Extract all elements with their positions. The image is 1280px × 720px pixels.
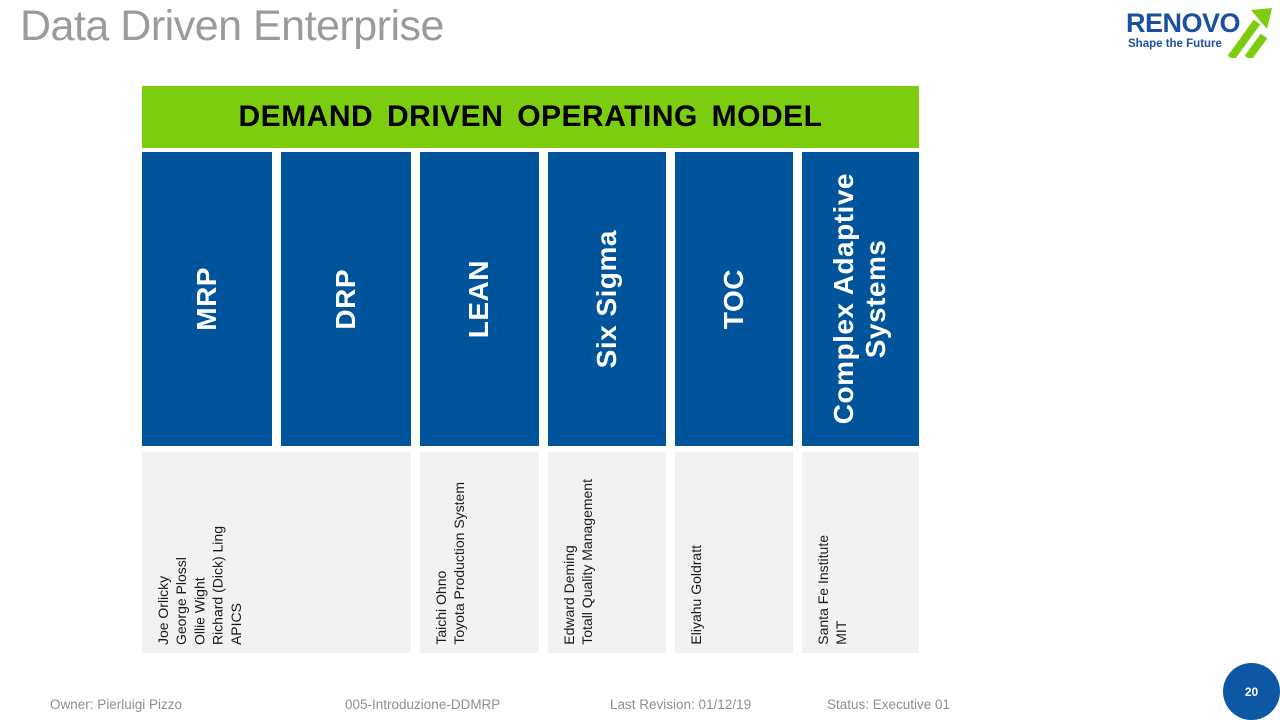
pillar-complex-adaptive-systems-label: Complex Adaptive Systems: [828, 173, 892, 425]
logo-name: RENOVO: [1126, 8, 1241, 38]
banner-label: DEMAND DRIVEN OPERATING MODEL: [238, 100, 823, 133]
footer-owner: Owner: Pierluigi Pizzo: [50, 697, 183, 712]
page-number: 20: [1244, 684, 1259, 699]
page-title: Data Driven Enterprise: [20, 2, 444, 50]
origins-box-mrp-drp: Joe Orlicky George Plossl Ollie Wight Ri…: [142, 452, 411, 653]
origins-cas-text: Santa Fe Institute MIT: [815, 535, 850, 645]
pillar-six-sigma: Six Sigma: [548, 152, 666, 446]
page-number-badge: 20: [1223, 663, 1280, 720]
pillar-complex-adaptive-systems: Complex Adaptive Systems: [802, 152, 919, 446]
origins-six-sigma-text: Edward Deming Totall Quality Management: [561, 479, 596, 645]
origins-lean-text: Taichi Ohno Toyota Production System: [433, 482, 468, 645]
logo-tagline: Shape the Future: [1128, 38, 1222, 50]
origins-box-six-sigma: Edward Deming Totall Quality Management: [548, 452, 666, 653]
pillar-mrp-label: MRP: [190, 267, 222, 331]
banner-demand-driven-operating-model: DEMAND DRIVEN OPERATING MODEL: [142, 86, 919, 148]
footer-last-revision: Last Revision: 01/12/19: [610, 697, 752, 712]
pillar-toc: TOC: [675, 152, 793, 446]
origins-box-lean: Taichi Ohno Toyota Production System: [420, 452, 539, 653]
growth-arrow-icon: [1227, 8, 1272, 58]
origins-box-toc: Eliyahu Goldratt: [675, 452, 793, 653]
pillar-drp: DRP: [281, 152, 411, 446]
footer-status: Status: Executive 01: [827, 697, 951, 712]
pillar-toc-label: TOC: [717, 268, 749, 330]
pillar-drp-label: DRP: [329, 268, 361, 330]
pillar-lean: LEAN: [420, 152, 539, 446]
origins-mrp-drp-text: Joe Orlicky George Plossl Ollie Wight Ri…: [155, 525, 244, 645]
origins-toc-text: Eliyahu Goldratt: [688, 545, 704, 645]
pillar-mrp: MRP: [142, 152, 272, 446]
origins-box-complex-adaptive-systems: Santa Fe Institute MIT: [802, 452, 919, 653]
pillar-six-sigma-label: Six Sigma: [590, 229, 622, 369]
renovo-logo: RENOVO Shape the Future: [1126, 8, 1272, 58]
footer-document-name: 005-Introduzione-DDMRP: [345, 697, 501, 712]
pillar-lean-label: LEAN: [463, 259, 495, 339]
